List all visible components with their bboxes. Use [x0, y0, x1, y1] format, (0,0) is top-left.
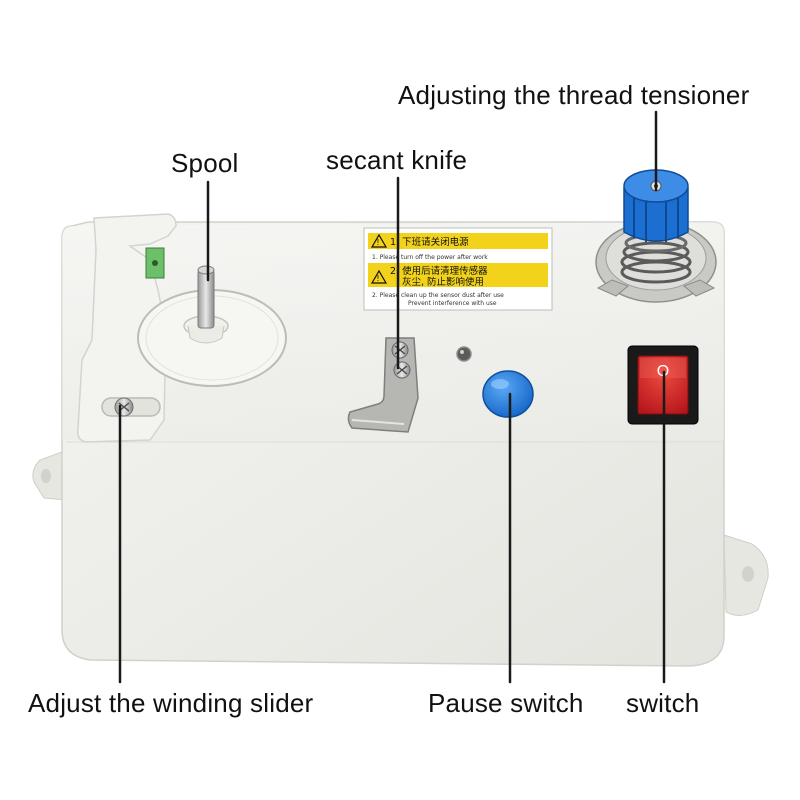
warning-line1-cn: 1. 下班请关闭电源	[390, 236, 469, 248]
pause-switch-button[interactable]	[482, 370, 534, 418]
sensor-hole	[456, 346, 472, 362]
svg-text:!: !	[376, 238, 379, 247]
spool-shaft	[197, 265, 215, 329]
label-thread-tensioner: Adjusting the thread tensioner	[398, 80, 750, 110]
mounting-ear-left	[32, 451, 67, 501]
mounting-ear-right	[723, 534, 769, 616]
warning-line2-cn-b: 灰尘, 防止影响使用	[402, 276, 484, 288]
warning-line2-en-b: Prevent interference with use	[408, 300, 497, 307]
warning-label: ! ! 1. 下班请关闭电源 1. Please turn off the po…	[363, 227, 553, 311]
leader-lines	[118, 110, 666, 684]
warning-line2-en-a: 2. Please clean up the sensor dust after…	[372, 292, 504, 299]
label-pause-switch: Pause switch	[428, 688, 584, 718]
winding-slider-slot	[101, 397, 161, 417]
secant-knife	[347, 337, 419, 433]
label-winding-slider: Adjust the winding slider	[28, 688, 314, 718]
spool-disc	[137, 289, 287, 387]
spool-bracket	[76, 213, 177, 443]
thread-tensioner[interactable]	[595, 169, 717, 303]
label-spool: Spool	[171, 148, 239, 178]
warning-line2-cn-a: 2. 使用后请清理传感器	[390, 265, 488, 277]
warning-line1-en: 1. Please turn off the power after work	[372, 254, 488, 261]
label-power-switch: switch	[626, 688, 700, 718]
label-secant-knife: secant knife	[326, 145, 468, 175]
svg-text:!: !	[376, 274, 379, 283]
